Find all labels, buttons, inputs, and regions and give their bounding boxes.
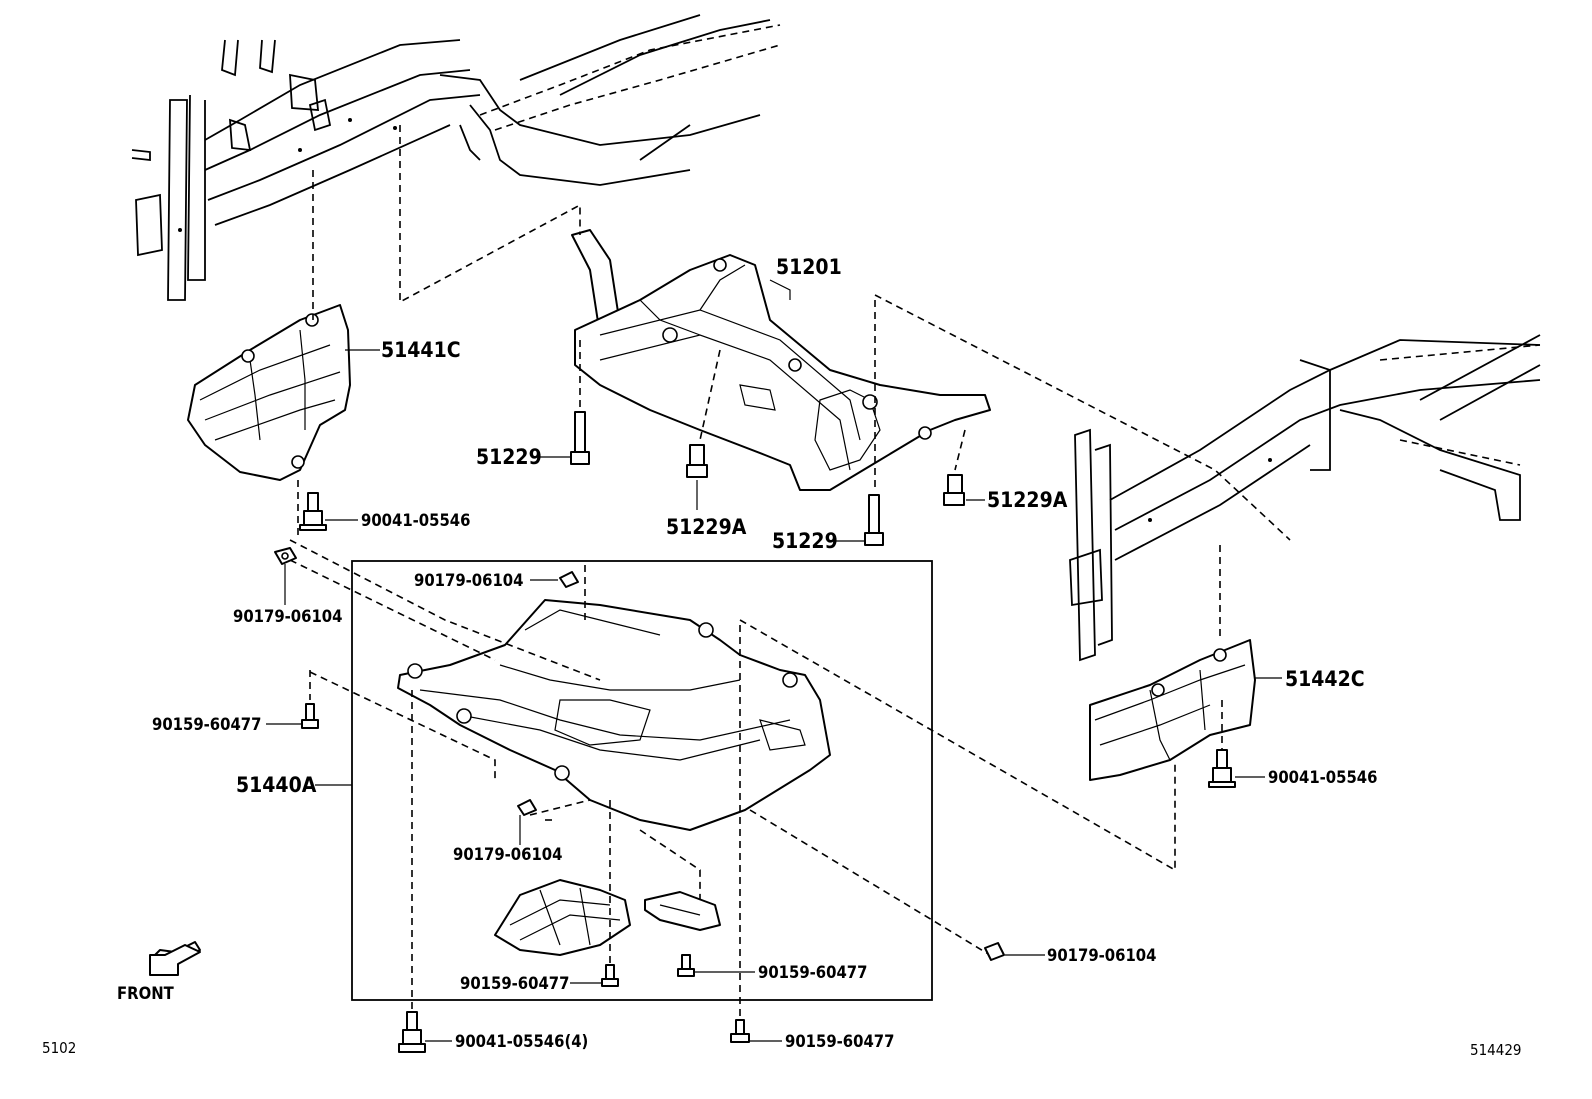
- label-90179-06104-right: 90179-06104: [1047, 946, 1156, 965]
- bolt-icon: [943, 474, 965, 506]
- label-90179-06104-left: 90179-06104: [233, 607, 342, 626]
- clip-nut-icon: [559, 571, 579, 588]
- engine-under-cover-right-51442C: [1089, 639, 1256, 781]
- assembly-guide-lines: [289, 125, 1291, 1020]
- label-51201: 51201: [776, 255, 842, 279]
- label-90159-60477-left: 90159-60477: [152, 715, 261, 734]
- label-51440A: 51440A: [236, 773, 317, 797]
- bolt-icon: [864, 494, 884, 546]
- bolt-icon: [398, 1011, 426, 1053]
- assembly-group-box: [351, 560, 933, 1001]
- body-frame-right-rail: [1069, 334, 1541, 662]
- label-90159-60477-sub-right: 90159-60477: [758, 963, 867, 982]
- front-direction-arrow-icon: [149, 941, 201, 976]
- label-90179-06104-middle: 90179-06104: [453, 845, 562, 864]
- body-frame-left-rail: [131, 14, 781, 301]
- label-51442C: 51442C: [1285, 667, 1365, 691]
- fasteners: [274, 411, 1236, 1053]
- under-cover-sub-panel-left: [494, 879, 631, 956]
- bolt-icon: [1208, 749, 1236, 788]
- under-cover-sub-panel-right: [644, 891, 721, 931]
- label-51229A-right: 51229A: [987, 488, 1068, 512]
- label-90041-05546-left: 90041-05546: [361, 511, 470, 530]
- label-90041-05546-qty4: 90041-05546(4): [455, 1032, 588, 1051]
- label-51229-left: 51229: [476, 445, 542, 469]
- engine-under-cover-51440A: [397, 599, 831, 831]
- figure-code-left: 5102: [42, 1039, 76, 1057]
- engine-under-cover-left-51441C: [187, 304, 351, 481]
- label-front: FRONT: [117, 984, 175, 1003]
- label-51229A-left: 51229A: [666, 515, 747, 539]
- figure-code-right: 514429: [1470, 1041, 1522, 1059]
- bolt-icon: [299, 492, 327, 531]
- suspension-crossmember-51201: [571, 229, 991, 491]
- clip-nut-icon: [984, 942, 1005, 961]
- clip-nut-icon: [517, 799, 537, 816]
- label-51229-right: 51229: [772, 529, 838, 553]
- label-90179-06104-top: 90179-06104: [414, 571, 523, 590]
- label-51441C: 51441C: [381, 338, 461, 362]
- clip-nut-icon: [274, 547, 297, 565]
- bolt-icon: [686, 444, 708, 478]
- label-90159-60477-bottom: 90159-60477: [785, 1032, 894, 1051]
- label-90041-05546-right: 90041-05546: [1268, 768, 1377, 787]
- screw-icon: [730, 1019, 750, 1043]
- bolt-icon: [570, 411, 590, 465]
- leader-lines: [266, 279, 1282, 1042]
- screw-icon: [301, 703, 319, 729]
- label-90159-60477-sub-left: 90159-60477: [460, 974, 569, 993]
- screw-icon: [677, 954, 695, 977]
- screw-icon: [601, 964, 619, 987]
